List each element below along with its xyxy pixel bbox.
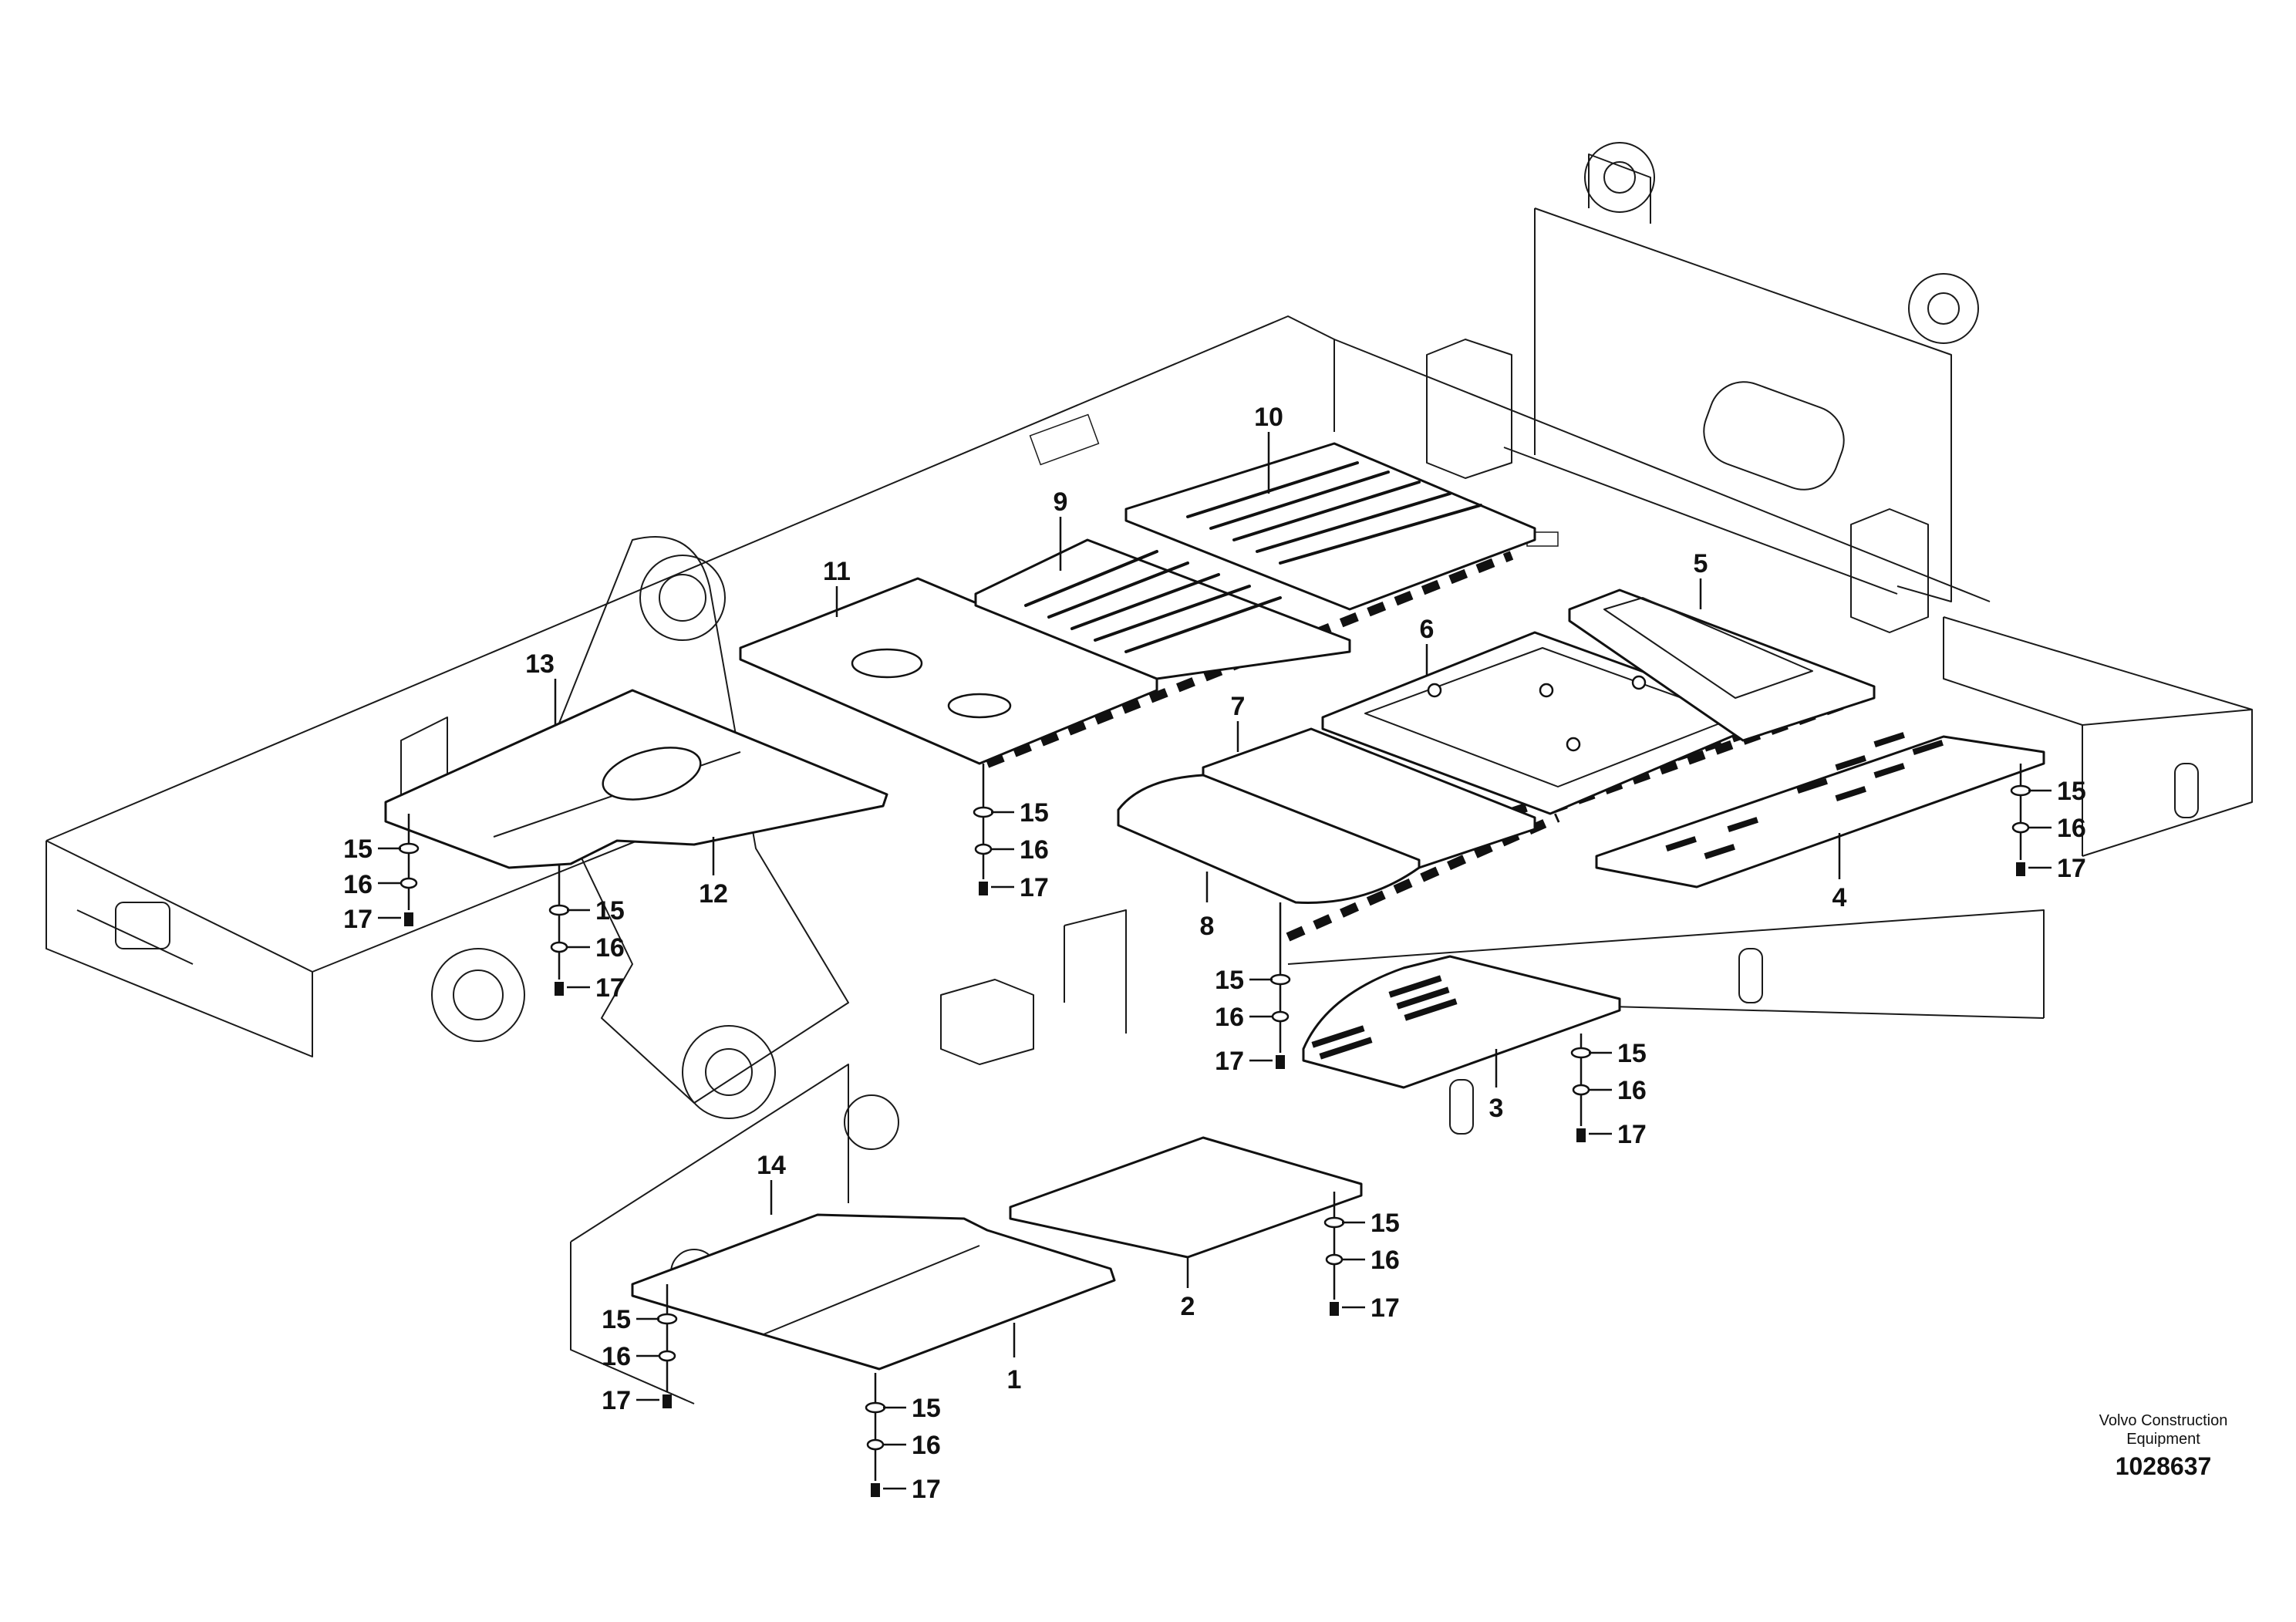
callout-16: 16 <box>1371 1246 1400 1275</box>
callout-16: 16 <box>1215 1003 1244 1032</box>
machine-frame <box>46 142 2253 1404</box>
callout-labels: 13 12 11 9 10 5 6 7 8 4 3 2 14 1 15 16 1… <box>343 403 2086 1504</box>
panel-2 <box>1009 1136 1363 1259</box>
callout-15: 15 <box>602 1305 631 1334</box>
callout-9: 9 <box>1054 487 1068 517</box>
panel-10 <box>1124 442 1536 611</box>
callout-16: 16 <box>595 933 625 963</box>
panel-8 <box>1117 774 1421 904</box>
callout-17: 17 <box>912 1475 941 1504</box>
callout-16: 16 <box>1020 835 1049 865</box>
callout-7: 7 <box>1231 692 1246 721</box>
callout-17: 17 <box>1617 1120 1647 1149</box>
callout-11: 11 <box>823 557 851 586</box>
callout-10: 10 <box>1254 403 1283 432</box>
callout-12: 12 <box>699 879 728 909</box>
panel-11 <box>739 577 1158 765</box>
callout-16: 16 <box>912 1431 941 1460</box>
title-block: Volvo Construction Equipment 1028637 <box>2099 1412 2228 1480</box>
callout-15: 15 <box>1215 966 1244 995</box>
callout-8: 8 <box>1200 912 1215 941</box>
callout-5: 5 <box>1694 549 1708 578</box>
callout-16: 16 <box>1617 1076 1647 1105</box>
callout-17: 17 <box>1215 1047 1244 1076</box>
panel-5 <box>1568 588 1876 742</box>
callout-leaders <box>378 432 2052 1490</box>
callout-1: 1 <box>1007 1365 1022 1394</box>
callout-17: 17 <box>343 905 373 934</box>
callout-16: 16 <box>343 870 373 899</box>
callout-15: 15 <box>912 1394 941 1423</box>
callout-15: 15 <box>343 835 373 864</box>
panel-3 <box>1302 955 1621 1089</box>
callout-17: 17 <box>2057 854 2086 883</box>
panel-9 <box>974 538 1351 680</box>
callout-16: 16 <box>602 1342 631 1371</box>
fastener-stacks <box>398 764 2031 1497</box>
callout-17: 17 <box>1371 1293 1400 1323</box>
callout-15: 15 <box>2057 777 2086 806</box>
callout-13: 13 <box>525 649 555 679</box>
callout-15: 15 <box>595 896 625 926</box>
callout-15: 15 <box>1020 798 1049 828</box>
callout-6: 6 <box>1420 615 1435 644</box>
brand-line-1: Volvo Construction <box>2099 1412 2228 1429</box>
panel-4 <box>1595 732 2045 889</box>
callout-14: 14 <box>757 1151 786 1180</box>
callout-3: 3 <box>1489 1094 1504 1123</box>
callout-16: 16 <box>2057 814 2086 843</box>
callout-17: 17 <box>595 973 625 1003</box>
panel-14-and-1 <box>631 1213 1116 1371</box>
document-number: 1028637 <box>2116 1452 2212 1480</box>
callout-17: 17 <box>1020 873 1049 902</box>
callout-17: 17 <box>602 1386 631 1415</box>
panel-13 <box>384 689 888 869</box>
callout-4: 4 <box>1832 883 1847 912</box>
callout-15: 15 <box>1371 1209 1400 1238</box>
brand-line-2: Equipment <box>2126 1431 2200 1448</box>
callout-15: 15 <box>1617 1039 1647 1068</box>
callout-2: 2 <box>1181 1292 1195 1321</box>
